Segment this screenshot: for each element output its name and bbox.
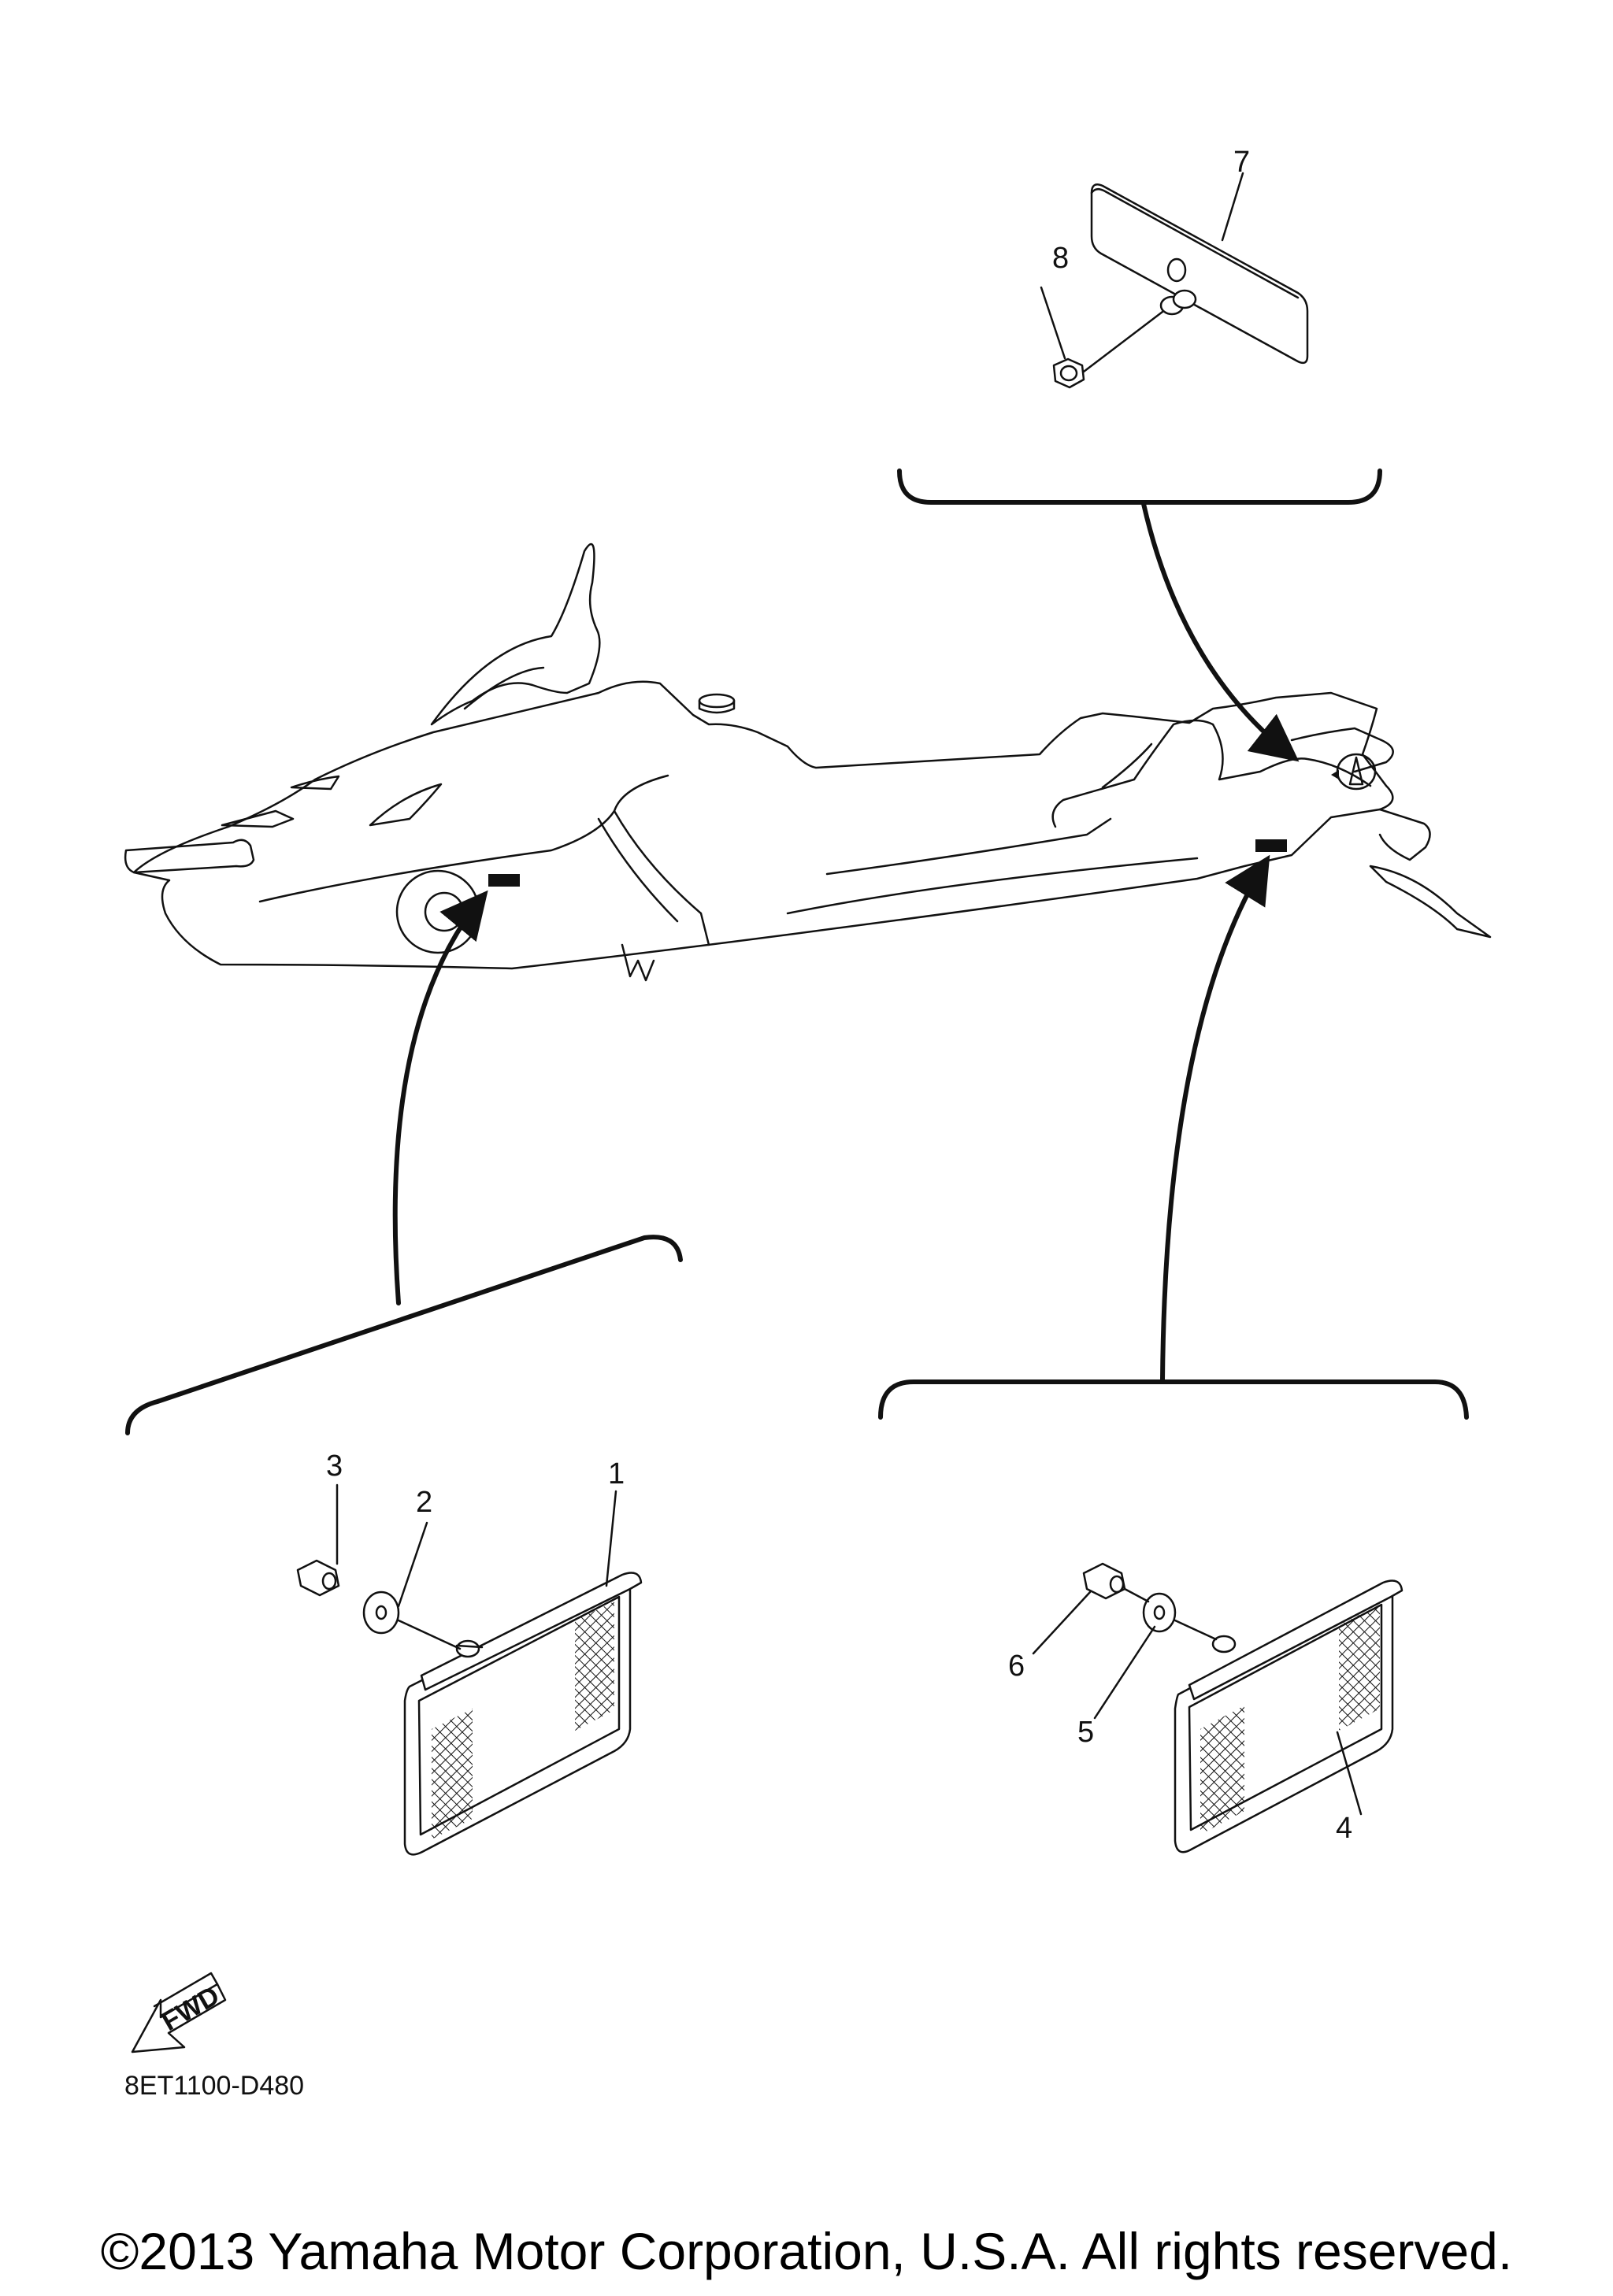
snowmobile-outline <box>124 543 1492 982</box>
side-reflector-location-right <box>1255 839 1287 852</box>
washer-2 <box>362 1591 462 1650</box>
nut-6 <box>1082 1562 1150 1603</box>
side-reflector-location-left <box>488 874 520 887</box>
detail-side-reflector-left <box>125 1235 683 1856</box>
callout-4: 4 <box>1336 1812 1352 1845</box>
callout-8: 8 <box>1052 242 1069 275</box>
front-drive-hub <box>395 869 480 954</box>
detail-rear-reflector <box>897 172 1382 505</box>
rear-reflector-plate <box>1090 183 1309 365</box>
callout-6: 6 <box>1008 1650 1025 1683</box>
callout-7: 7 <box>1233 146 1250 179</box>
copyright-notice: ©2013 Yamaha Motor Corporation, U.S.A. A… <box>101 2222 1512 2280</box>
callout-1: 1 <box>608 1457 625 1491</box>
washer-5 <box>1142 1592 1218 1641</box>
diagram-code: 8ET1100-D480 <box>124 2071 304 2101</box>
nut-3 <box>296 1559 340 1597</box>
fwd-arrow-icon: FWD <box>131 1972 227 2053</box>
callout-labels: 1 2 3 4 5 6 7 8 <box>326 146 1352 1845</box>
fwd-label: FWD <box>157 1980 224 2037</box>
detail-side-reflector-right <box>878 1379 1469 1853</box>
side-reflector-4 <box>1174 1579 1403 1853</box>
leader-arrows <box>392 502 1300 1383</box>
side-reflector-1 <box>403 1572 643 1856</box>
callout-2: 2 <box>416 1486 432 1519</box>
callout-3: 3 <box>326 1450 343 1483</box>
nut-8 <box>1052 310 1164 389</box>
callout-5: 5 <box>1077 1716 1094 1749</box>
